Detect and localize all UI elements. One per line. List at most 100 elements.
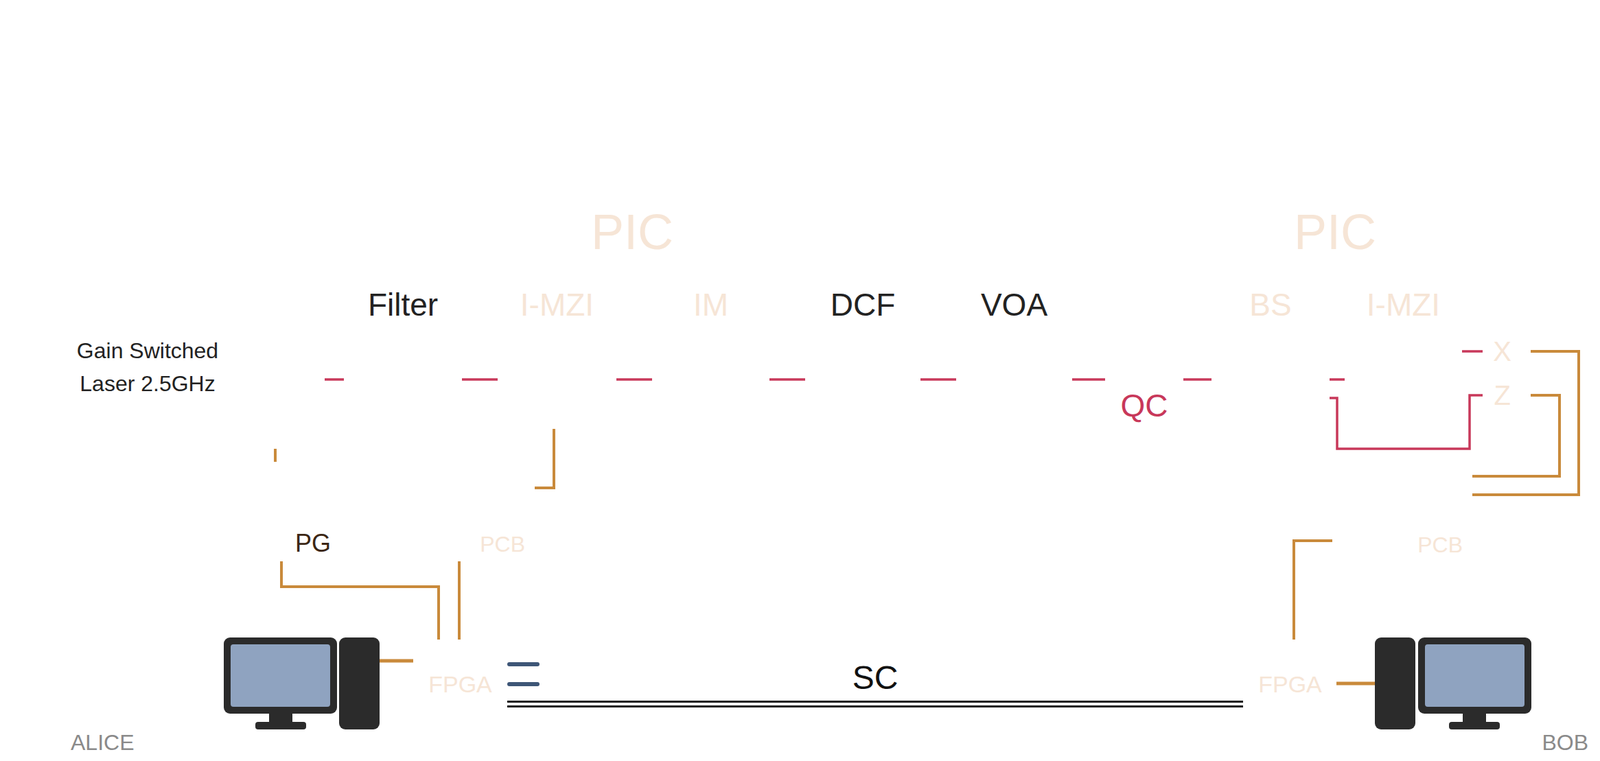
electrical-wire (1293, 540, 1333, 640)
hole (175, 167, 179, 171)
hole (125, 167, 130, 171)
hole (125, 134, 130, 138)
monitor (1418, 637, 1532, 714)
component (35, 88, 51, 117)
hole (158, 216, 162, 221)
hole (224, 85, 228, 89)
electrode (696, 357, 725, 365)
ray (249, 383, 269, 395)
trace (498, 493, 507, 495)
heat-sink-fin (182, 57, 184, 211)
text-slot: PG (295, 529, 331, 558)
node-shape (805, 332, 921, 430)
ray (281, 358, 298, 375)
hole (109, 151, 113, 155)
hole (240, 134, 245, 138)
pad (1386, 468, 1390, 471)
ray (273, 349, 278, 372)
hole (125, 52, 130, 56)
heat-sink (49, 54, 256, 214)
hole (76, 52, 80, 56)
ray (283, 372, 305, 378)
pad (1372, 468, 1376, 471)
node-label: QC (1120, 387, 1169, 425)
computer-left (223, 637, 380, 730)
ray (246, 381, 268, 388)
hole (26, 151, 31, 155)
trace (498, 479, 507, 482)
hole (224, 101, 228, 106)
hole (257, 35, 261, 40)
node-label: FPGA (428, 671, 493, 699)
hole (43, 216, 47, 221)
pad (439, 534, 443, 537)
component (251, 143, 287, 173)
hole (191, 52, 195, 56)
hole (257, 85, 261, 89)
hole (26, 35, 31, 40)
fpga-spare-pins (509, 664, 538, 685)
ray (245, 378, 268, 382)
ferrule (988, 373, 1040, 389)
cable (155, 140, 215, 233)
wire (214, 37, 278, 117)
signal-line (232, 505, 325, 508)
hole (92, 68, 97, 73)
hole (158, 101, 162, 106)
hole (175, 200, 179, 204)
hole (109, 200, 113, 204)
heat-sink-fin (232, 57, 234, 211)
hole (273, 118, 278, 122)
ray (283, 381, 305, 388)
pulse-symbol (363, 352, 444, 403)
photonic-chip: I-MZIIMPIC (472, 190, 793, 459)
connector-outline (1444, 468, 1458, 516)
component-label: VOA (980, 286, 1048, 324)
hole (273, 52, 278, 56)
hole (59, 151, 64, 155)
node-label: PIC (1293, 203, 1377, 261)
node-label: X (1492, 335, 1512, 368)
splitter-junction (1260, 380, 1271, 391)
hole (175, 35, 179, 40)
generator-circle (252, 481, 305, 533)
hole (191, 85, 195, 89)
hole (191, 200, 195, 204)
chip-outline (1346, 473, 1366, 491)
trace (1435, 479, 1445, 482)
fiber-coil-loop (1119, 336, 1161, 378)
pad (404, 534, 408, 537)
cable (21, 102, 112, 144)
hole (175, 183, 179, 188)
text-slot: FPGA (1243, 639, 1338, 730)
waveguide-strip (1367, 398, 1439, 403)
electrical-wire (457, 561, 461, 640)
pcb-board: PCB (1332, 461, 1473, 563)
electrical-wire (281, 561, 439, 640)
classical-channel (507, 700, 1244, 708)
usb-wire (379, 659, 414, 664)
hole (76, 216, 80, 221)
node-shape (343, 332, 462, 430)
optical-fiber (1462, 350, 1483, 353)
hole (224, 200, 228, 204)
pin (1324, 672, 1338, 680)
hole (273, 200, 278, 204)
pin (1243, 654, 1256, 662)
hole (26, 167, 31, 171)
electrical-wire (534, 429, 554, 489)
hole (43, 85, 47, 89)
pc-tower (1374, 637, 1416, 730)
fpga-chip: FPGA (1243, 639, 1338, 730)
text-slot: I-MZI (1317, 286, 1490, 324)
wire (227, 33, 290, 137)
pin (466, 639, 473, 653)
optical-fiber (920, 378, 957, 381)
node-shape (652, 332, 770, 430)
component-label: I-MZI (520, 286, 594, 324)
pin (1243, 707, 1256, 715)
detector-shape (1482, 375, 1531, 416)
pad (432, 545, 436, 549)
optical-fiber (1072, 378, 1106, 381)
